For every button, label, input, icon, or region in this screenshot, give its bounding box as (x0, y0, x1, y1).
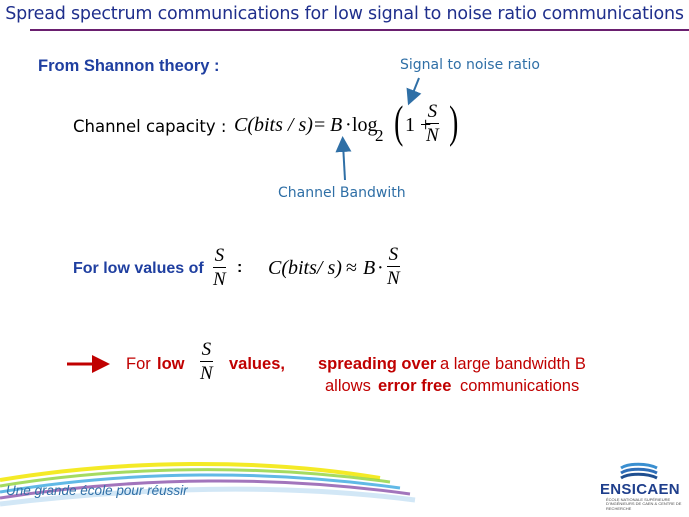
footer-swoosh (0, 462, 416, 507)
left-paren: ( (394, 96, 404, 147)
approx-dot: · (377, 257, 384, 279)
capacity-equals: = (314, 114, 326, 136)
footer-tagline: Une grande école pour réussir (6, 483, 188, 498)
capacity-lhs: C(bits / s) (234, 114, 313, 136)
fraction-numerator: S (388, 244, 399, 265)
fraction-denominator: N (200, 363, 213, 384)
conclusion-fraction: S N (200, 340, 213, 383)
approx-fraction: S N (387, 245, 400, 288)
conclusion-spreading: spreading over (318, 355, 437, 373)
slide-title: Spread spectrum communications for low s… (5, 4, 684, 24)
section-heading: From Shannon theory : (38, 57, 220, 75)
approx-sign: ≈ (346, 257, 357, 279)
fraction-numerator: S (214, 245, 225, 266)
snr-fraction: S N (426, 102, 439, 145)
snr-arrow (406, 77, 422, 106)
fraction-bar (213, 267, 226, 268)
conclusion-allows: allows (325, 377, 371, 395)
ensicaen-logo-subtitle: ÉCOLE NATIONALE SUPÉRIEURE D'INGÉNIEURS … (606, 497, 682, 511)
fraction-numerator: S (427, 101, 438, 122)
approx-b: B (363, 257, 376, 279)
capacity-b: B (330, 114, 343, 136)
capacity-log-base: 2 (375, 126, 384, 145)
bandwidth-arrow (335, 136, 352, 181)
conclusion-for: For (126, 355, 151, 373)
fraction-bar (387, 266, 400, 267)
snr-annotation: Signal to noise ratio (400, 57, 540, 73)
fraction-denominator: N (387, 268, 400, 289)
fraction-bar (426, 123, 439, 124)
conclusion-low: low (157, 355, 185, 373)
ensicaen-logo-icon (620, 462, 658, 480)
fraction-denominator: N (213, 269, 226, 290)
fraction-numerator: S (201, 339, 212, 360)
ensicaen-logo: ENSICAEN (600, 481, 680, 498)
capacity-label: Channel capacity : (73, 117, 227, 136)
low-values-label: For low values of (73, 260, 204, 277)
conclusion-communications: communications (460, 377, 580, 395)
low-values-colon: : (237, 259, 243, 276)
right-paren: ) (449, 96, 459, 147)
low-values-fraction: S N (213, 246, 226, 289)
conclusion-error-free: error free (378, 377, 452, 395)
conclusion-large-bw: a large bandwidth B (440, 355, 586, 373)
conclusion-values: values, (229, 355, 285, 373)
fraction-denominator: N (426, 125, 439, 146)
capacity-dot: · (345, 114, 352, 136)
bandwidth-annotation: Channel Bandwith (278, 185, 406, 201)
fraction-bar (200, 361, 213, 362)
capacity-log: log (352, 114, 378, 136)
approx-lhs: C(bits/ s) (268, 257, 342, 279)
title-divider (30, 29, 689, 31)
capacity-one-plus: 1 + (405, 114, 432, 136)
